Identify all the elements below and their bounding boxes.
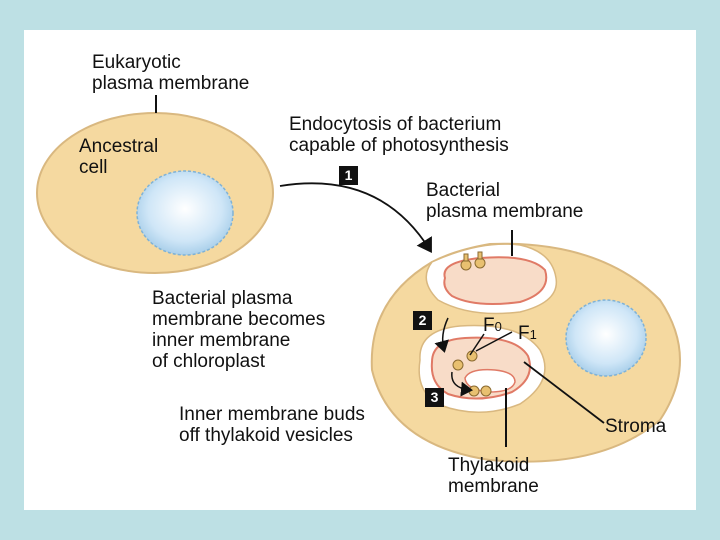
step-3-badge: 3 <box>425 388 444 407</box>
buds-off-label: Inner membrane buds off thylakoid vesicl… <box>179 404 365 446</box>
engulfed-bacterium <box>443 256 548 305</box>
step-3-arrow <box>451 371 473 397</box>
host-nucleus <box>565 299 647 377</box>
thylakoid-label: Thylakoid membrane <box>448 455 539 497</box>
endocytosis-arrow <box>279 182 432 254</box>
inner-membrane-label: Bacterial plasma membrane becomes inner … <box>152 288 326 372</box>
stroma-label: Stroma <box>605 416 667 437</box>
f1-label: F1 <box>518 323 537 344</box>
bacterial-membrane-label: Bacterial plasma membrane <box>426 180 584 222</box>
eukaryotic-membrane-label: Eukaryotic plasma membrane <box>92 52 250 94</box>
step-2-arrow <box>434 317 449 353</box>
stroma-pointer <box>523 361 605 424</box>
atp-synthase-top <box>460 251 486 271</box>
ancestral-cell-label: Ancestral cell <box>79 136 159 178</box>
endocytosis-label: Endocytosis of bacterium capable of phot… <box>289 114 509 156</box>
step-1-badge: 1 <box>339 166 358 185</box>
f0-label: F0 <box>483 315 502 336</box>
f1-pointer <box>475 331 513 352</box>
step-2-badge: 2 <box>413 311 432 330</box>
ancestral-nucleus <box>136 170 234 256</box>
f0-pointer <box>469 333 485 356</box>
